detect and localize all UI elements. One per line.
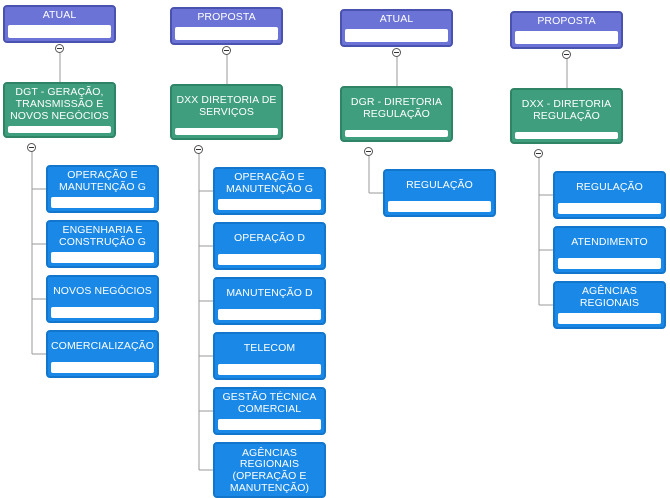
header-node-atual-2[interactable]: ATUAL: [340, 9, 453, 47]
unit-node[interactable]: REGULAÇÃO: [553, 171, 666, 219]
unit-label: OPERAÇÃO E MANUTENÇÃO G: [59, 169, 146, 193]
unit-label: TELECOM: [243, 342, 296, 355]
unit-node[interactable]: OPERAÇÃO E MANUTENÇÃO G: [213, 167, 326, 215]
unit-node[interactable]: OPERAÇÃO E MANUTENÇÃO G: [46, 165, 159, 213]
unit-label: MANUTENÇÃO D: [226, 287, 313, 300]
unit-node[interactable]: ATENDIMENTO: [553, 226, 666, 274]
unit-node[interactable]: AGÊNCIAS REGIONAIS: [553, 281, 666, 329]
unit-label: NOVOS NEGÓCIOS: [53, 285, 152, 298]
unit-label: OPERAÇÃO E MANUTENÇÃO G: [226, 171, 313, 195]
unit-node[interactable]: GESTÃO TÉCNICA COMERCIAL: [213, 387, 326, 435]
unit-node[interactable]: REGULAÇÃO: [383, 169, 496, 217]
unit-node[interactable]: ENGENHARIA E CONSTRUÇÃO G: [46, 220, 159, 268]
director-node-dxx-servicos[interactable]: DXX DIRETORIA DE SERVIÇOS: [170, 84, 283, 140]
header-label: PROPOSTA: [537, 15, 596, 28]
header-node-proposta-1[interactable]: PROPOSTA: [170, 7, 283, 45]
collapse-toggle-icon[interactable]: [194, 145, 203, 154]
unit-node[interactable]: AGÊNCIAS REGIONAIS (OPERAÇÃO E MANUTENÇÃ…: [213, 442, 326, 498]
director-node-dgr[interactable]: DGR - DIRETORIA REGULAÇÃO: [340, 86, 453, 142]
unit-label: COMERCIALIZAÇÃO: [51, 340, 155, 353]
director-label: DGR - DIRETORIA REGULAÇÃO: [350, 96, 443, 120]
director-label: DXX - DIRETORIA REGULAÇÃO: [521, 98, 612, 122]
unit-label: GESTÃO TÉCNICA COMERCIAL: [222, 391, 317, 415]
unit-node[interactable]: TELECOM: [213, 332, 326, 380]
collapse-toggle-icon[interactable]: [55, 44, 64, 53]
unit-label: OPERAÇÃO D: [233, 232, 305, 245]
director-node-dgt[interactable]: DGT - GERAÇÃO, TRANSMISSÃO E NOVOS NEGÓC…: [3, 82, 116, 138]
director-label: DGT - GERAÇÃO, TRANSMISSÃO E NOVOS NEGÓC…: [10, 86, 109, 122]
unit-label: ATENDIMENTO: [571, 236, 648, 249]
header-node-atual-1[interactable]: ATUAL: [3, 5, 116, 43]
unit-label: REGULAÇÃO: [406, 179, 473, 192]
unit-node[interactable]: NOVOS NEGÓCIOS: [46, 275, 159, 323]
header-label: ATUAL: [379, 13, 414, 26]
header-node-proposta-2[interactable]: PROPOSTA: [510, 11, 623, 49]
collapse-toggle-icon[interactable]: [27, 143, 36, 152]
unit-node[interactable]: OPERAÇÃO D: [213, 222, 326, 270]
collapse-toggle-icon[interactable]: [364, 147, 373, 156]
collapse-toggle-icon[interactable]: [534, 149, 543, 158]
header-label: ATUAL: [42, 9, 77, 22]
collapse-toggle-icon[interactable]: [392, 48, 401, 57]
unit-label: AGÊNCIAS REGIONAIS (OPERAÇÃO E MANUTENÇÃ…: [229, 446, 310, 494]
director-label: DXX DIRETORIA DE SERVIÇOS: [176, 94, 277, 118]
collapse-toggle-icon[interactable]: [562, 50, 571, 59]
unit-label: ENGENHARIA E CONSTRUÇÃO G: [59, 224, 146, 248]
collapse-toggle-icon[interactable]: [222, 46, 231, 55]
unit-node[interactable]: COMERCIALIZAÇÃO: [46, 330, 159, 378]
unit-node[interactable]: MANUTENÇÃO D: [213, 277, 326, 325]
director-node-dxx-regulacao[interactable]: DXX - DIRETORIA REGULAÇÃO: [510, 88, 623, 144]
header-label: PROPOSTA: [197, 11, 256, 24]
unit-label: REGULAÇÃO: [576, 181, 643, 194]
unit-label: AGÊNCIAS REGIONAIS: [579, 285, 640, 309]
